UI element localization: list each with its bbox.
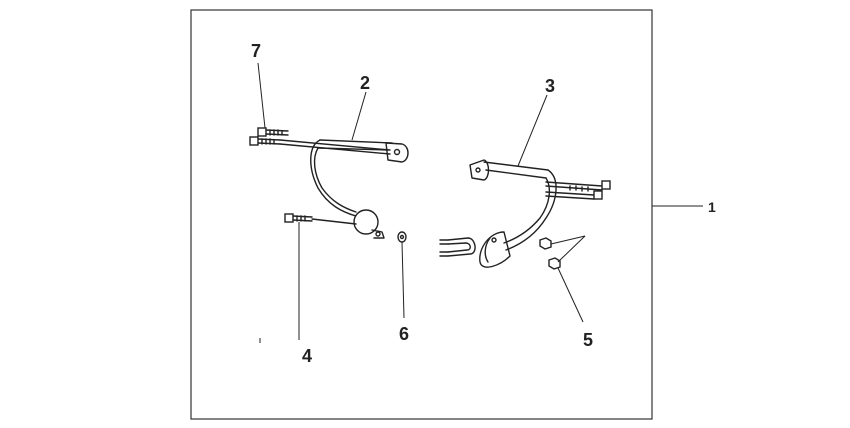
- part-3-right-rail: [469, 159, 557, 268]
- part-7-bolts: [249, 127, 289, 146]
- leader-5b: [557, 235, 586, 263]
- part-3-bolts: [545, 180, 611, 200]
- leader-3: [517, 94, 548, 167]
- callout-4: 4: [302, 346, 312, 366]
- part-4-bolt: [284, 213, 357, 225]
- part-5-nuts: [539, 237, 561, 270]
- callout-6: 6: [399, 324, 409, 344]
- leader-7: [257, 62, 266, 129]
- leader-6: [401, 241, 405, 319]
- callout-2: 2: [360, 73, 370, 93]
- leader-5a: [550, 235, 586, 245]
- part-2-long-bolt: [279, 139, 391, 155]
- callout-1: 1: [708, 199, 716, 215]
- u-bolt: [439, 237, 476, 257]
- callout-7: 7: [251, 41, 261, 61]
- leader-2: [351, 91, 367, 141]
- callout-3: 3: [545, 76, 555, 96]
- part-6-washer: [397, 231, 407, 243]
- diagram-frame: [190, 9, 653, 420]
- leader-5c: [557, 267, 584, 323]
- part-2-left-rail: [310, 139, 409, 239]
- callout-5: 5: [583, 330, 593, 350]
